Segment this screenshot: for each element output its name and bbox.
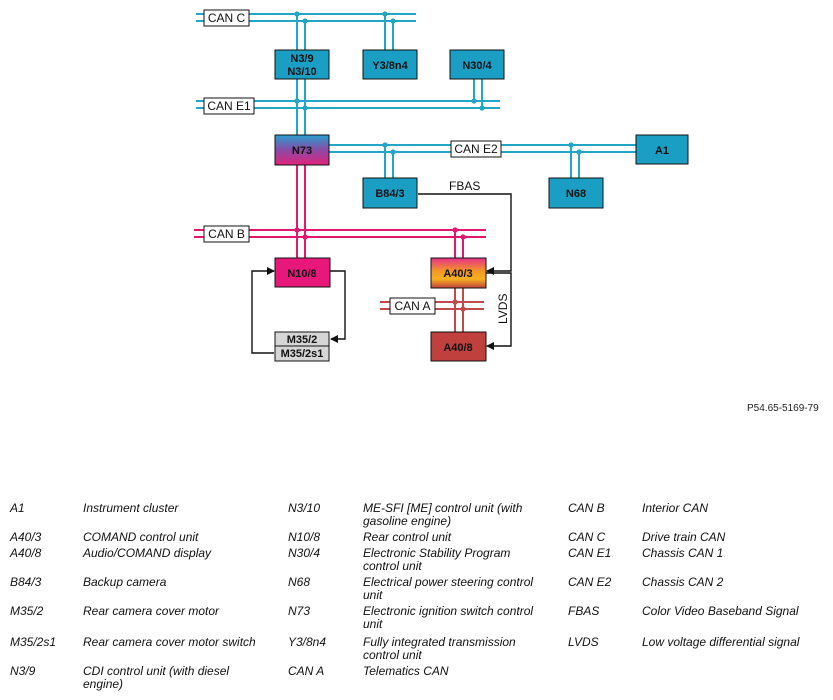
label-can-e1: CAN E1 bbox=[203, 97, 255, 115]
legend-desc: Audio/COMAND display bbox=[83, 546, 212, 560]
legend-desc: Rear camera cover motor bbox=[83, 604, 220, 618]
blue-stubs bbox=[296, 14, 580, 178]
module-a40-8-label: A40/8 bbox=[443, 342, 472, 354]
lvds-label: LVDS bbox=[496, 294, 510, 324]
legend-desc: Electronic ignition switch control unit bbox=[363, 604, 534, 631]
legend-code: N30/4 bbox=[288, 546, 321, 560]
legend-code: CAN A bbox=[288, 664, 325, 678]
module-a40-8: A40/8 bbox=[430, 331, 487, 362]
legend-code: N68 bbox=[288, 575, 311, 589]
legend-desc: Fully integrated transmission control un… bbox=[363, 635, 516, 662]
module-n68: N68 bbox=[548, 177, 604, 209]
label-can-a: CAN A bbox=[389, 297, 436, 315]
module-a1: A1 bbox=[635, 134, 689, 165]
legend-desc: COMAND control unit bbox=[83, 530, 199, 544]
module-n3-9-label: N3/9 bbox=[290, 53, 313, 65]
fbas-line bbox=[418, 193, 512, 275]
legend-desc: Electronic Stability Program control uni… bbox=[363, 546, 511, 573]
legend-desc: Instrument cluster bbox=[83, 501, 179, 515]
lvds-line bbox=[486, 272, 512, 350]
module-b84-3-label: B84/3 bbox=[375, 188, 404, 200]
can-e2-label: CAN E2 bbox=[454, 142, 498, 156]
module-n3-9-n3-10: N3/9 N3/10 bbox=[274, 49, 330, 80]
legend-code: CAN E1 bbox=[568, 546, 612, 560]
module-m35-2-label: M35/2 bbox=[287, 334, 318, 346]
module-n3-10-label: N3/10 bbox=[287, 66, 316, 78]
legend-code: B84/3 bbox=[10, 575, 42, 589]
can-c-label: CAN C bbox=[208, 11, 246, 25]
network-diagram: N3/9 N3/10 Y3/8n4 N30/4 N73 A1 B84/3 N68… bbox=[194, 9, 689, 362]
legend-code: N10/8 bbox=[288, 530, 321, 544]
legend-desc: Color Video Baseband Signal bbox=[642, 604, 799, 618]
legend-desc: Chassis CAN 2 bbox=[642, 575, 724, 589]
legend-code: A40/8 bbox=[10, 546, 42, 560]
legend-desc: Rear control unit bbox=[363, 530, 452, 544]
module-n68-label: N68 bbox=[566, 188, 586, 200]
legend-code: Y3/8n4 bbox=[288, 635, 327, 649]
label-can-c: CAN C bbox=[203, 9, 250, 27]
can-b-bus bbox=[194, 165, 486, 258]
legend-code: LVDS bbox=[568, 635, 599, 649]
module-m35-2: M35/2 M35/2s1 bbox=[274, 331, 330, 362]
legend-code: M35/2 bbox=[10, 604, 44, 618]
module-b84-3: B84/3 bbox=[362, 177, 418, 209]
module-m35-2s1-label: M35/2s1 bbox=[281, 348, 324, 360]
legend-code: A40/3 bbox=[10, 530, 42, 544]
module-y3-8n4-label: Y3/8n4 bbox=[372, 60, 408, 72]
legend-code: CAN C bbox=[568, 530, 606, 544]
module-y3-8n4: Y3/8n4 bbox=[362, 49, 418, 80]
legend-desc: Backup camera bbox=[83, 575, 167, 589]
legend-code: FBAS bbox=[568, 604, 600, 618]
label-can-e2: CAN E2 bbox=[450, 140, 502, 158]
legend-code: N3/10 bbox=[288, 501, 321, 515]
legend-code: A1 bbox=[10, 501, 25, 515]
reference-number: P54.65-5169-79 bbox=[747, 403, 819, 414]
legend-desc: ME-SFI [ME] control unit (with gasoline … bbox=[363, 501, 523, 528]
legend-code: CAN B bbox=[568, 501, 605, 515]
legend-code: CAN E2 bbox=[568, 575, 612, 589]
module-n10-8-label: N10/8 bbox=[287, 268, 316, 280]
can-a-label: CAN A bbox=[394, 299, 430, 313]
can-e1-label: CAN E1 bbox=[207, 99, 251, 113]
module-n30-4-label: N30/4 bbox=[462, 60, 492, 72]
legend-code: N3/9 bbox=[10, 664, 36, 678]
pink-junctions bbox=[294, 227, 466, 240]
module-n73-label: N73 bbox=[292, 145, 312, 157]
legend-desc: Rear camera cover motor switch bbox=[83, 635, 256, 649]
m35-loop bbox=[251, 267, 346, 354]
legend-code: M35/2s1 bbox=[10, 635, 57, 649]
legend-desc: Chassis CAN 1 bbox=[642, 546, 724, 560]
label-can-b: CAN B bbox=[203, 225, 250, 243]
fbas-label: FBAS bbox=[449, 179, 480, 193]
red-junctions bbox=[452, 299, 466, 312]
legend-desc: Electrical power steering control unit bbox=[363, 575, 534, 602]
legend-code: N73 bbox=[288, 604, 311, 618]
legend-desc: Telematics CAN bbox=[363, 664, 449, 678]
legend-desc: CDI control unit (with diesel engine) bbox=[83, 664, 230, 691]
module-a40-3-label: A40/3 bbox=[443, 268, 472, 280]
can-b-label: CAN B bbox=[208, 227, 245, 241]
module-n30-4: N30/4 bbox=[449, 49, 505, 80]
module-a40-3: A40/3 bbox=[430, 257, 487, 289]
legend-desc: Interior CAN bbox=[642, 501, 709, 515]
module-n73: N73 bbox=[274, 134, 330, 166]
module-a1-label: A1 bbox=[655, 145, 669, 157]
legend-desc: Drive train CAN bbox=[642, 530, 726, 544]
blue-junctions bbox=[294, 11, 582, 155]
legend-desc: Low voltage differential signal bbox=[642, 635, 800, 649]
module-n10-8: N10/8 bbox=[274, 257, 331, 288]
